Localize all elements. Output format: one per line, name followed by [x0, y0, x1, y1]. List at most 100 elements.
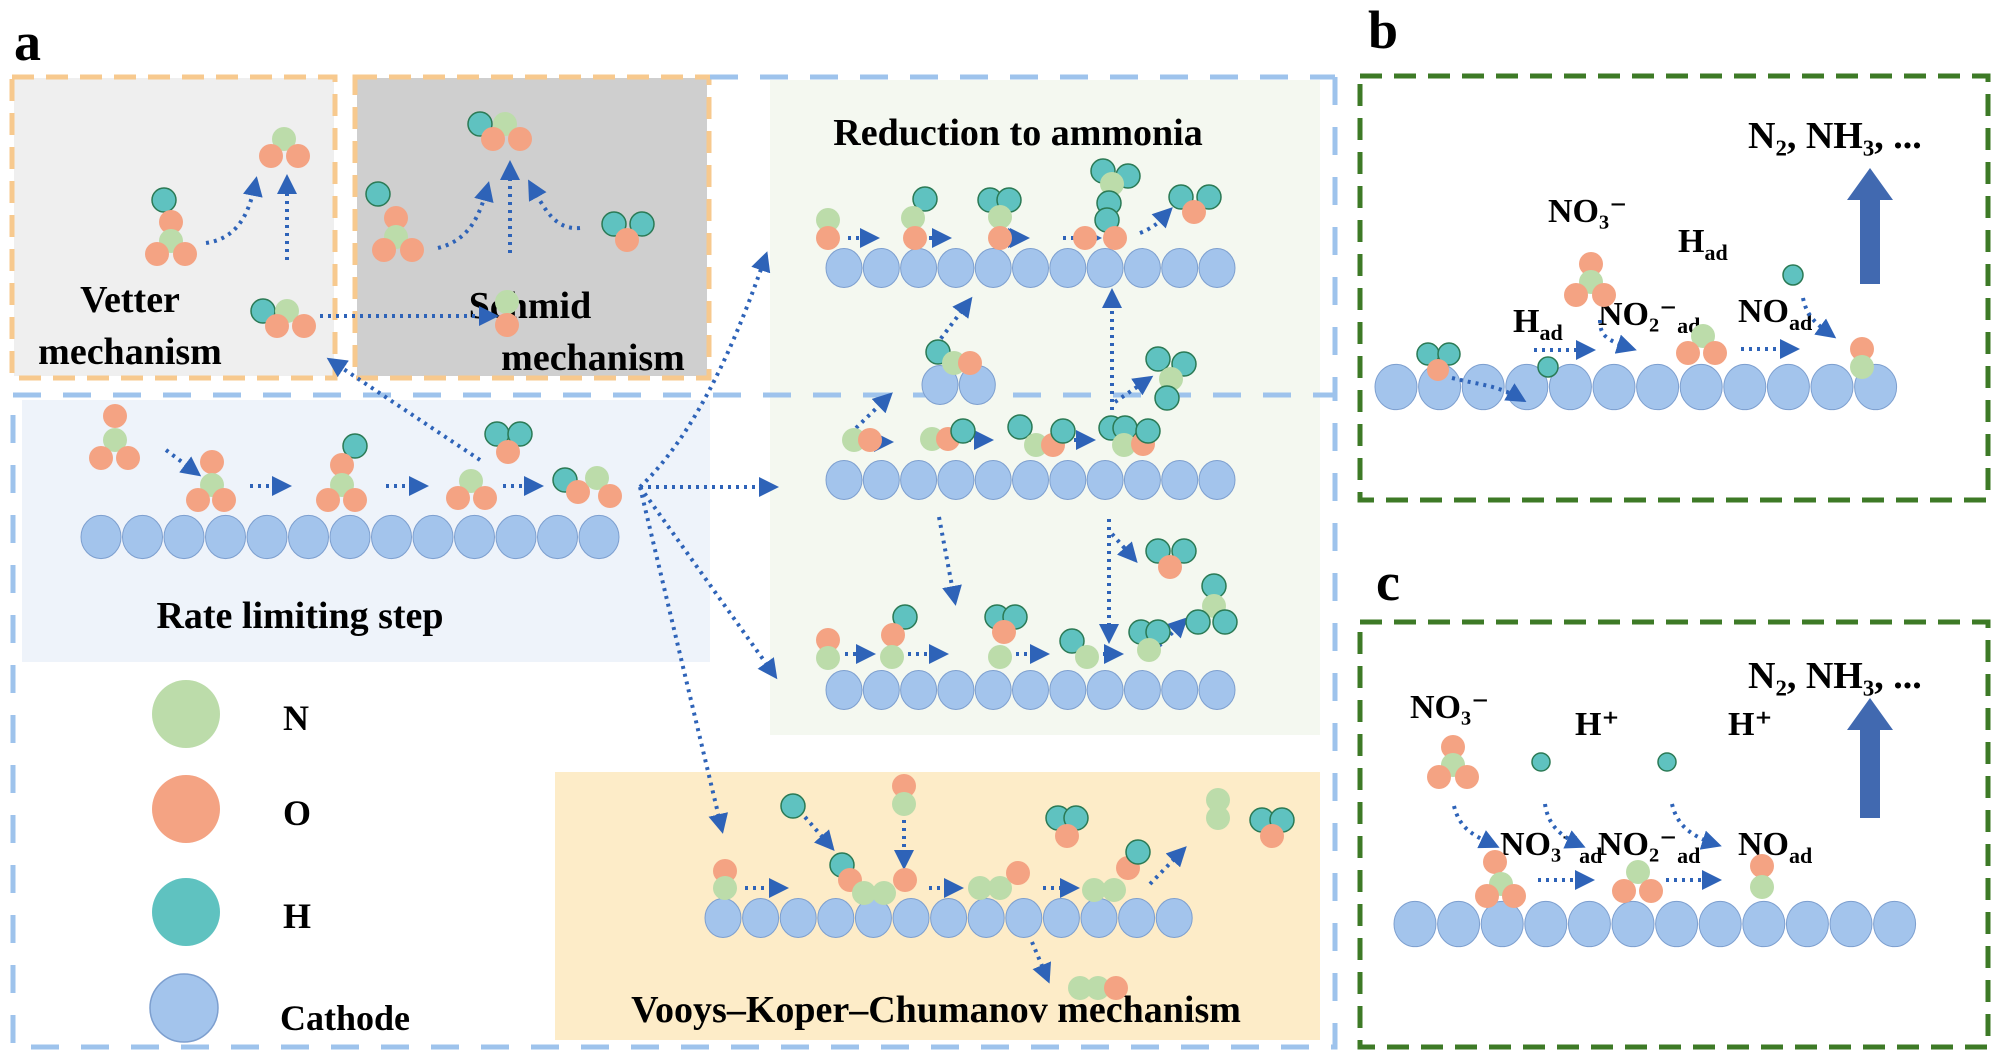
panel-c-hplus1-label: H⁺: [1575, 706, 1619, 743]
cathode-atom: [1592, 363, 1636, 411]
oxygen-atom: [508, 127, 532, 151]
oxygen-atom: [1103, 226, 1127, 250]
oxygen-atom: [1427, 359, 1449, 381]
schmid-title-line2: mechanism: [501, 337, 685, 379]
reduction-background: [770, 80, 1320, 735]
oxygen-atom: [495, 313, 519, 337]
cathode-atom: [122, 514, 163, 560]
oxygen-atom: [1502, 884, 1526, 908]
panel-b-no3-label: NO₃⁻: [1548, 193, 1627, 230]
panel-c-products-arrow: [1847, 698, 1893, 818]
nitrogen-atom: [1086, 976, 1110, 1000]
oxygen-atom: [1703, 341, 1727, 365]
oxygen-atom: [816, 628, 840, 652]
oxygen-atom: [496, 440, 520, 464]
nitrogen-atom: [1082, 878, 1106, 902]
cathode-atom: [974, 248, 1012, 288]
branch-arrow-vetter: [326, 357, 482, 462]
panel-c-cathode-row: [1393, 900, 1917, 948]
oxygen-atom: [1592, 283, 1616, 307]
cathode-atom: [454, 514, 495, 560]
nitrogen-atom: [1068, 976, 1092, 1000]
panel-a-border: [10, 392, 1338, 1050]
cathode-atom: [1655, 900, 1699, 948]
cathode-atom: [1123, 670, 1161, 710]
cathode-atom: [495, 514, 537, 560]
legend-cathode-swatch: [149, 973, 219, 1043]
cathode-atom: [817, 898, 855, 938]
hydrogen-atom: [1135, 418, 1161, 444]
panel-b-letter: b: [1368, 0, 1398, 60]
cathode-atom: [937, 248, 975, 288]
cathode-atom: [1155, 898, 1193, 938]
cathode-atom: [937, 670, 975, 710]
panel-b-had1-label: Had: [1513, 303, 1563, 345]
cathode-atom: [1548, 363, 1592, 411]
nitrogen-atom: [1850, 355, 1874, 379]
hydrogen-atom: [1007, 414, 1033, 440]
hydrogen-atom: [892, 604, 918, 630]
oxygen-atom: [713, 859, 737, 883]
cathode-atom: [288, 514, 329, 560]
oxygen-atom: [103, 404, 127, 428]
hydrogen-atom: [1531, 752, 1551, 772]
reduction-cathode-row-2: [825, 460, 1236, 500]
oxygen-atom: [259, 144, 283, 168]
oxygen-atom: [1455, 765, 1479, 789]
hydrogen-atom: [1050, 418, 1076, 444]
cathode-layers: [80, 248, 1917, 948]
cathode-atom: [205, 514, 246, 560]
cathode-atom: [412, 514, 454, 560]
rate-limiting-title: Rate limiting step: [156, 595, 443, 637]
hydrogen-atom: [507, 421, 533, 447]
oxygen-atom: [145, 242, 169, 266]
oxygen-atom: [881, 623, 905, 647]
cathode-atom: [1042, 898, 1080, 938]
cathode-atom: [1118, 898, 1156, 938]
oxygen-atom: [1579, 252, 1603, 276]
reduction-title: Reduction to ammonia: [833, 112, 1202, 154]
oxygen-atom: [1006, 861, 1030, 885]
cathode-atom: [1161, 460, 1199, 500]
panel-b-products-arrow: [1847, 168, 1893, 284]
cathode-atom: [1080, 898, 1118, 938]
oxygen-atom: [1182, 200, 1206, 224]
oxygen-atom: [1104, 976, 1128, 1000]
cathode-atom: [1829, 900, 1873, 948]
oxygen-atom: [858, 428, 882, 452]
cathode-atom: [937, 460, 975, 500]
hydrogen-atom: [629, 211, 655, 237]
cathode-atom: [1461, 363, 1505, 411]
cathode-atom: [1785, 900, 1829, 948]
vetter-arrow-1: [205, 176, 263, 245]
hydrogen-atom: [151, 187, 177, 213]
cathode-atom: [1012, 460, 1049, 500]
cathode-atom: [1437, 900, 1481, 948]
legend-o-swatch: [152, 775, 220, 843]
cathode-atom: [974, 670, 1012, 710]
cathode-atom: [900, 460, 938, 500]
hydrogen-atom: [1171, 538, 1197, 564]
nitrogen-atom: [1100, 172, 1124, 196]
cathode-atom: [246, 514, 288, 560]
oxygen-atom: [1260, 824, 1284, 848]
cathode-atom: [862, 460, 900, 500]
oxygen-atom: [372, 238, 396, 262]
cathode-atom: [825, 670, 863, 710]
nitrogen-atom: [1750, 875, 1774, 899]
nitrogen-atom: [816, 208, 840, 232]
hydrogen-atom: [1537, 356, 1559, 378]
panel-c-hplus2-label: H⁺: [1728, 706, 1772, 743]
cathode-atom: [1123, 460, 1161, 500]
schmid-box-border: [352, 74, 712, 381]
oxygen-atom: [958, 351, 982, 375]
panel-b-noad-label: NOad: [1738, 293, 1812, 335]
hydrogen-atom: [1125, 839, 1151, 865]
panel-c-products: N₂, NH₃, ...: [1748, 655, 1922, 697]
nitrogen-atom: [1206, 806, 1230, 830]
oxygen-atom: [1676, 341, 1700, 365]
nitrogen-atom: [1691, 324, 1715, 348]
vetter-title-line2: mechanism: [38, 331, 222, 373]
nitrogen-atom: [585, 466, 609, 490]
